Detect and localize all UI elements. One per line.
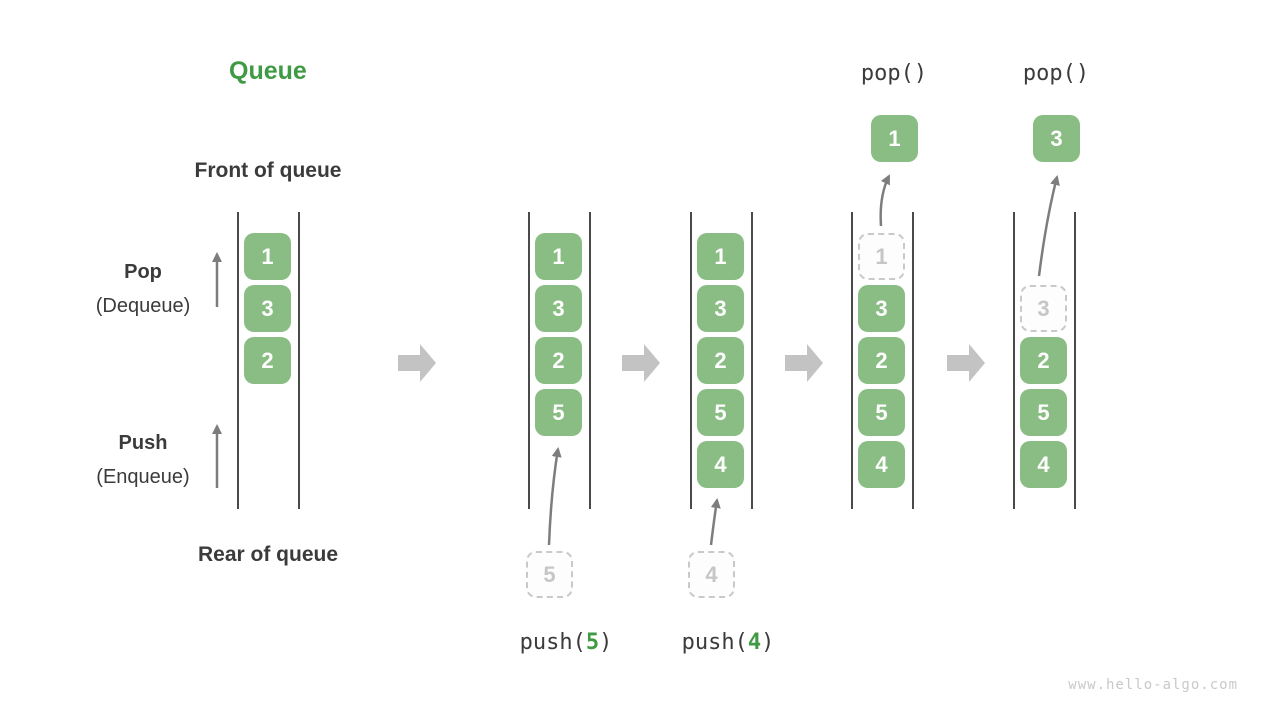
queue-cell: 3: [858, 285, 905, 332]
queue-cell-ghost: 1: [858, 233, 905, 280]
queue-cell-ghost: 3: [1020, 285, 1067, 332]
queue-cell: 2: [1020, 337, 1067, 384]
dequeue-label: (Dequeue): [95, 295, 191, 317]
pop-3-arrow: [1037, 175, 1060, 277]
pop-label: Pop: [124, 261, 162, 283]
push-5-arrow: [547, 447, 562, 546]
queue-cell: 3: [697, 285, 744, 332]
push-operation-arg: 5: [585, 630, 600, 655]
queue-rail: [589, 212, 591, 509]
queue-rail: [237, 212, 239, 509]
pop-operation-label: pop(): [1022, 61, 1090, 86]
pop-operation-label: pop(): [860, 61, 928, 86]
queue-cell: 2: [244, 337, 291, 384]
transition-arrow: [622, 344, 660, 382]
popped-cell: 1: [871, 115, 918, 162]
push-4-arrow: [709, 498, 721, 546]
queue-rail: [851, 212, 853, 509]
pending-cell: 5: [526, 551, 573, 598]
pop-label-group: Pop (Dequeue): [53, 261, 233, 318]
queue-rail: [912, 212, 914, 509]
queue-cell: 1: [244, 233, 291, 280]
push-operation-arg: 4: [747, 630, 762, 655]
queue-cell: 4: [1020, 441, 1067, 488]
watermark: www.hello-algo.com: [1068, 677, 1238, 693]
pop-1-arrow: [879, 174, 891, 227]
queue-cell: 4: [858, 441, 905, 488]
push-operation-suffix: ): [599, 630, 613, 655]
enqueue-label: (Enqueue): [96, 466, 190, 488]
push-operation-label: push(4): [638, 630, 818, 655]
push-label: Push: [118, 432, 168, 454]
transition-arrow: [785, 344, 823, 382]
queue-cell: 3: [535, 285, 582, 332]
transition-arrow: [947, 344, 985, 382]
push-operation-prefix: push(: [681, 630, 748, 655]
rear-of-queue-label: Rear of queue: [197, 543, 339, 566]
push-operation-suffix: ): [761, 630, 775, 655]
queue-cell: 5: [858, 389, 905, 436]
front-of-queue-label: Front of queue: [194, 159, 342, 182]
queue-cell: 1: [535, 233, 582, 280]
push-label-group: Push (Enqueue): [53, 432, 233, 489]
transition-arrow: [398, 344, 436, 382]
queue-cell: 3: [244, 285, 291, 332]
queue-rail: [690, 212, 692, 509]
push-operation-label: push(5): [476, 630, 656, 655]
queue-cell: 2: [697, 337, 744, 384]
pending-cell: 4: [688, 551, 735, 598]
queue-rail: [298, 212, 300, 509]
queue-cell: 2: [535, 337, 582, 384]
queue-cell: 5: [535, 389, 582, 436]
queue-rail: [1013, 212, 1015, 509]
queue-cell: 2: [858, 337, 905, 384]
queue-cell: 1: [697, 233, 744, 280]
push-operation-prefix: push(: [519, 630, 586, 655]
queue-rail: [1074, 212, 1076, 509]
diagram-title: Queue: [229, 57, 307, 85]
queue-rail: [751, 212, 753, 509]
queue-rail: [528, 212, 530, 509]
queue-cell: 4: [697, 441, 744, 488]
popped-cell: 3: [1033, 115, 1080, 162]
queue-cell: 5: [697, 389, 744, 436]
queue-cell: 5: [1020, 389, 1067, 436]
